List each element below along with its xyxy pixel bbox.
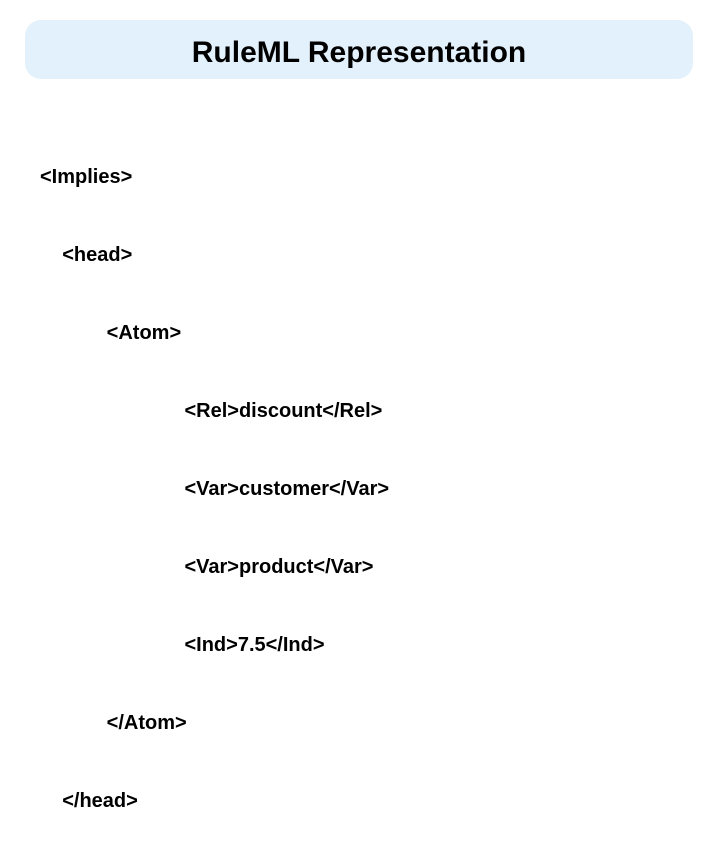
code-block: <Implies> <head> <Atom> <Rel>discount</R…: [40, 112, 389, 866]
code-line: <Rel>discount</Rel>: [40, 400, 383, 422]
code-line: <Var>product</Var>: [40, 556, 374, 578]
code-line: <Ind>7.5</Ind>: [40, 634, 325, 656]
code-line: <Atom>: [40, 322, 182, 344]
code-line: <Implies>: [40, 166, 133, 188]
code-line: <head>: [40, 244, 133, 266]
code-line: <Var>customer</Var>: [40, 478, 390, 500]
slide: RuleML Representation <Implies> <head> <…: [25, 20, 693, 812]
code-line: </Atom>: [40, 712, 187, 734]
code-line: </head>: [40, 790, 138, 812]
title-box: RuleML Representation: [25, 20, 693, 79]
page-title: RuleML Representation: [191, 35, 527, 69]
